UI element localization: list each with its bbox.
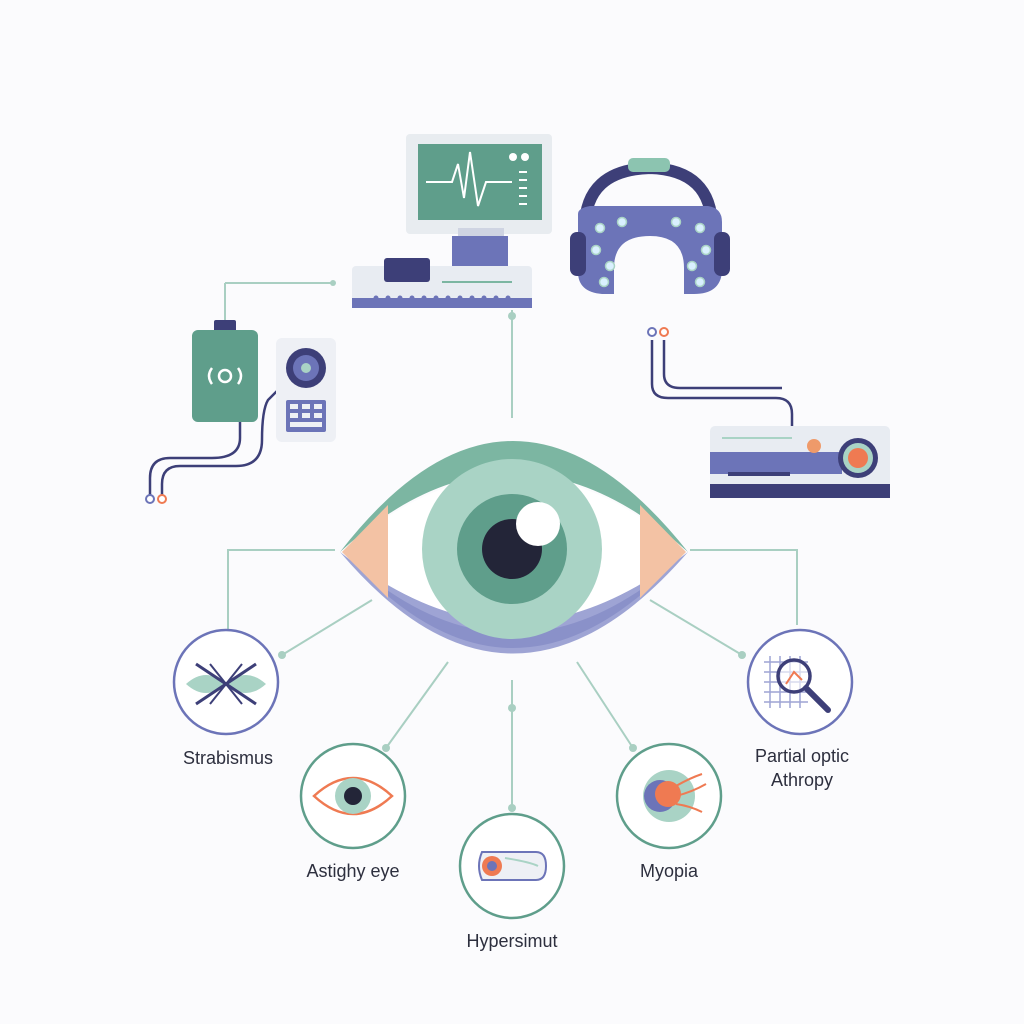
base-unit-stripe — [352, 298, 532, 308]
central-eye-icon — [340, 441, 688, 654]
strabismus-node[interactable] — [172, 628, 280, 736]
strabismus-label: Strabismus — [182, 748, 274, 768]
crossed-eyes-icon — [186, 662, 266, 706]
headset-lights — [590, 216, 712, 288]
eye-lower-lid-shadow — [356, 566, 672, 648]
panel-keys — [290, 404, 322, 427]
retina-icon — [643, 770, 707, 822]
screen-bars — [519, 171, 527, 205]
headset-body — [578, 206, 722, 294]
eye-corner-right — [640, 505, 686, 598]
connector-lines — [227, 310, 798, 810]
projector-lens-inner — [848, 448, 868, 468]
connector-left-elbow — [227, 549, 335, 650]
optic-atrophy-node[interactable] — [746, 628, 854, 736]
connector-dot — [629, 744, 637, 752]
stimulator-cap — [214, 320, 236, 332]
projector-device-icon — [647, 327, 890, 498]
cable-tip-blue — [647, 327, 657, 337]
connector-right-elbow — [690, 549, 798, 625]
hyperopia-label: Hypersimut — [466, 931, 558, 951]
stimulator-center — [217, 368, 233, 384]
connector-astigmatism — [385, 661, 449, 749]
projector-panel — [710, 452, 842, 474]
eye-highlight — [516, 502, 560, 546]
connector-dot — [508, 704, 516, 712]
myopia-label: Myopia — [639, 861, 699, 881]
eye-upper-lid — [340, 441, 688, 552]
projector-cable-2 — [662, 340, 782, 390]
connector-myopia — [576, 661, 634, 749]
base-unit-dots — [373, 295, 511, 301]
magnifier-grid-icon — [764, 656, 831, 713]
control-panel-icon — [276, 338, 336, 442]
myopia-node[interactable] — [615, 742, 723, 850]
monitor-neck — [458, 228, 504, 238]
hyperopia-node[interactable] — [458, 812, 566, 920]
vr-headset-icon — [570, 158, 730, 294]
eye-lower-lid — [340, 552, 688, 654]
connector-dot — [382, 744, 390, 752]
connector-dot — [330, 280, 336, 286]
screen-indicator — [509, 153, 517, 161]
optic-atrophy-label-line1: Partial optic — [754, 746, 850, 766]
connector-dot — [508, 312, 516, 320]
stimulator-signal-right — [236, 367, 243, 385]
astigmatism-label: Astighy eye — [306, 861, 400, 881]
headset-top-pad — [628, 158, 670, 172]
connector-strabismus — [281, 599, 373, 656]
panel-dial-knob — [301, 363, 311, 373]
projector-cable — [650, 340, 794, 428]
monitor-device-icon — [352, 134, 552, 308]
connector-dot — [508, 804, 516, 812]
stimulator-body — [192, 330, 258, 422]
headset-side-left — [570, 232, 586, 276]
connector-dot — [738, 651, 746, 659]
screen-indicator — [521, 153, 529, 161]
node-ring — [172, 628, 280, 736]
projector-indicator — [807, 439, 821, 453]
portable-stimulator-icon — [145, 320, 279, 504]
cable-tip-blue — [145, 494, 155, 504]
ecg-wave — [426, 151, 512, 207]
headset-side-right — [714, 232, 730, 276]
stimulator-signal-left — [207, 367, 214, 385]
cable-tip-coral — [659, 327, 669, 337]
eye-icon — [312, 776, 394, 816]
connector-optic-atrophy — [649, 599, 743, 656]
optic-atrophy-label-line2: Athropy — [770, 770, 834, 790]
eye-corner-left — [342, 505, 388, 598]
connector-dot — [278, 651, 286, 659]
connector-dots — [278, 312, 746, 812]
stimulator-cable — [148, 422, 242, 496]
stimulator-cable-2 — [160, 389, 279, 496]
lens-icon — [478, 851, 548, 881]
cable-tip-coral — [157, 494, 167, 504]
projector-base-stripe — [710, 484, 890, 498]
astigmatism-node[interactable] — [299, 742, 407, 850]
base-unit-block — [384, 258, 430, 282]
monitor-stand — [452, 236, 508, 268]
